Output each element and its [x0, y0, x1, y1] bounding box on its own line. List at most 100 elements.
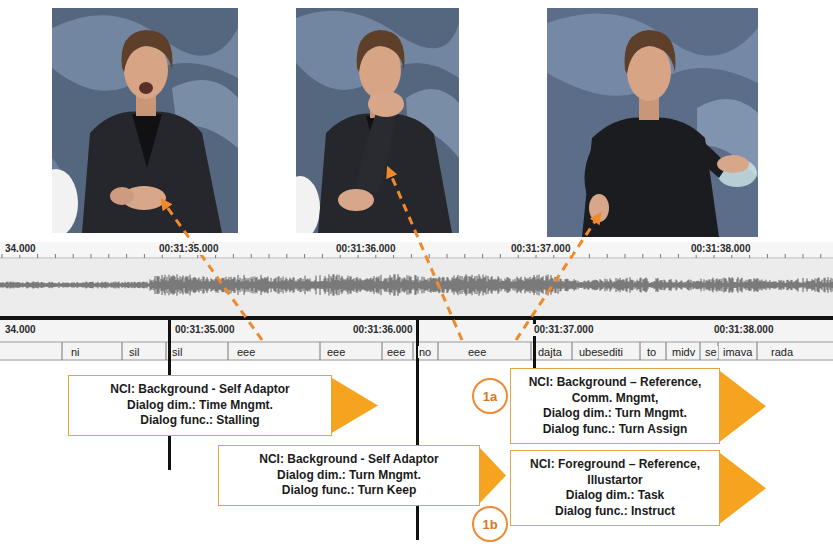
segment-label: imava: [722, 346, 753, 358]
segment-separator: [413, 342, 414, 360]
axis-tick: [2, 254, 3, 258]
segment-separator: [572, 342, 573, 360]
segment-separator: [718, 342, 719, 360]
segment-separators: [62, 342, 757, 360]
axis-tick: [304, 254, 305, 258]
segment-separator: [700, 342, 701, 360]
axis-tick: [785, 254, 786, 258]
video-frame: [52, 8, 238, 233]
time-label: 00:31:37.000: [510, 243, 572, 255]
callout-text: 1a: [483, 389, 497, 404]
segment-label: ni: [70, 346, 81, 358]
time-label: 00:31:35.000: [158, 243, 220, 255]
annotation-text: Dialog dim.: Turn Mngmt.: [227, 468, 471, 484]
time-label: 00:31:37.000: [533, 324, 595, 336]
axis-tick: [500, 254, 501, 258]
segment-label: eee: [467, 346, 487, 358]
axis-tick: [447, 254, 448, 258]
segment-separator: [531, 342, 532, 360]
annotation-text: NCI: Background – Reference, Comm. Mngmt…: [519, 375, 711, 406]
axis-tick: [269, 254, 270, 258]
segment-label: midv: [671, 346, 696, 358]
frame-pointer: [516, 214, 600, 340]
axis-tick: [625, 254, 626, 258]
segment-label: eee: [236, 346, 256, 358]
segment-separator: [166, 342, 167, 360]
segment-label: eee: [386, 346, 406, 358]
axis-tick: [642, 254, 643, 258]
axis-tick: [37, 254, 38, 258]
time-label: 34.000: [4, 324, 37, 336]
axis-tick: [286, 254, 287, 258]
arrow-triangle: [720, 453, 766, 523]
axis-tick: [233, 254, 234, 258]
segment-separator: [666, 342, 667, 360]
time-label: 00:31:36.000: [335, 243, 397, 255]
segment-separator: [438, 342, 439, 360]
waveform: [0, 274, 833, 296]
annotation-text: Dialog func.: Turn Keep: [227, 483, 471, 499]
annotation-box: NCI: Background - Self AdaptorDialog dim…: [68, 375, 332, 436]
axis-tick: [803, 254, 804, 258]
frame-pointer: [162, 200, 262, 340]
waveform-trace: [0, 274, 833, 296]
segment-separator: [757, 342, 758, 360]
axis-tick: [91, 254, 92, 258]
axis-tick: [429, 254, 430, 258]
segment-separator: [122, 342, 123, 360]
time-label: 34.000: [4, 243, 37, 255]
segment-label: ubesediti: [578, 346, 624, 358]
callout-text: 1b: [482, 517, 497, 532]
axis-tick: [464, 254, 465, 258]
axis-tick: [767, 254, 768, 258]
arrow-triangle: [332, 378, 378, 433]
segment-label: rada: [770, 346, 794, 358]
segment-separator: [320, 342, 321, 360]
axis-tick: [126, 254, 127, 258]
segment-label: sil: [128, 346, 140, 358]
axis-tick: [322, 254, 323, 258]
arrow-triangle: [480, 448, 506, 503]
axis-line: [0, 258, 833, 259]
annotation-text: Dialog func.: Instruct: [519, 504, 711, 520]
time-axis: [0, 242, 833, 258]
axis-tick: [108, 254, 109, 258]
annotation-text: NCI: Foreground – Reference, Illustartor: [519, 457, 711, 488]
axis-tick: [411, 254, 412, 258]
segment-label: to: [646, 346, 657, 358]
segment-label: sil: [171, 346, 183, 358]
segment-label: no: [418, 346, 432, 358]
waveform-panel: [0, 259, 833, 316]
annotation-box: NCI: Foreground – Reference, Illustartor…: [510, 450, 720, 526]
segment-separator: [382, 342, 383, 360]
frame-pointer: [388, 168, 462, 340]
annotation-text: NCI: Background - Self Adaptor: [227, 452, 471, 468]
arrow-triangle: [720, 371, 766, 441]
annotation-text: NCI: Background - Self Adaptor: [77, 382, 323, 398]
axis-tick: [589, 254, 590, 258]
axis-tick: [482, 254, 483, 258]
axis-tick: [55, 254, 56, 258]
segment-separator: [228, 342, 229, 360]
callout-number: 1b: [472, 506, 508, 542]
callout-number: 1a: [472, 378, 508, 414]
axis-tick: [144, 254, 145, 258]
axis-tick: [251, 254, 252, 258]
axis-tick: [73, 254, 74, 258]
segment-separator: [640, 342, 641, 360]
segment-label: se: [704, 346, 718, 358]
annotation-text: Dialog dim.: Turn Mngmt.: [519, 406, 711, 422]
annotation-box: NCI: Background – Reference, Comm. Mngmt…: [510, 368, 720, 444]
segment-separator: [62, 342, 63, 360]
time-label: 00:31:38.000: [713, 324, 775, 336]
annotation-text: Dialog dim.: Task: [519, 488, 711, 504]
axis-tick: [678, 254, 679, 258]
annotation-text: Dialog dim.: Time Mngmt.: [77, 398, 323, 414]
axis-tick: [820, 254, 821, 258]
time-label: 00:31:35.000: [174, 324, 236, 336]
annotation-text: Dialog func.: Stalling: [77, 413, 323, 429]
axis-tick: [607, 254, 608, 258]
time-label: 00:31:36.000: [352, 324, 414, 336]
annotation-text: Dialog func.: Turn Assign: [519, 422, 711, 438]
segment-label: eee: [326, 346, 346, 358]
